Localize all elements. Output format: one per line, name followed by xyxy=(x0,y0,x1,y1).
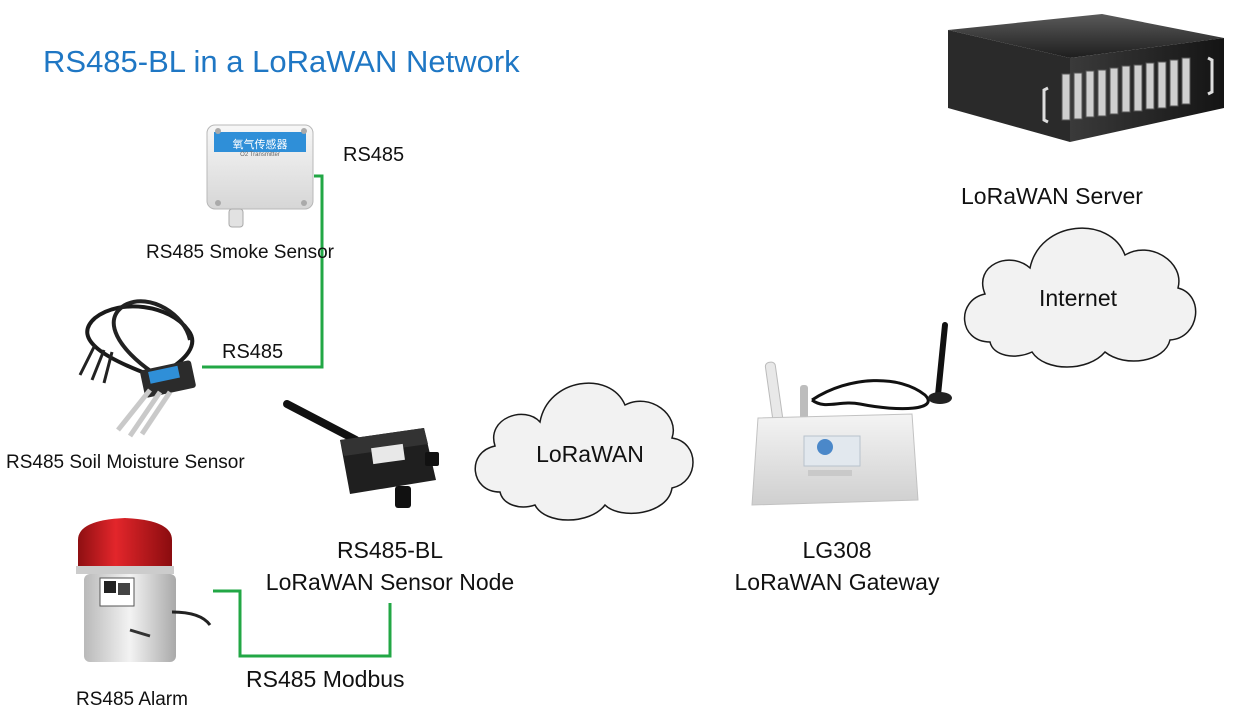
lorawan-cloud-icon xyxy=(474,382,694,521)
soil-moisture-sensor-icon xyxy=(78,299,196,438)
page-title: RS485-BL in a LoRaWAN Network xyxy=(43,44,520,79)
gateway-label-line2: LoRaWAN Gateway xyxy=(734,569,940,595)
lorawan-server-icon xyxy=(948,14,1224,142)
smoke-sensor-plate-text: 氧气传感器 xyxy=(232,139,288,151)
smoke-sensor-plate-subtext: O2 Transmitter xyxy=(240,152,280,158)
alarm-wire xyxy=(213,589,392,658)
server-label: LoRaWAN Server xyxy=(961,183,1143,209)
alarm-link-label: RS485 Modbus xyxy=(246,666,405,692)
node-label-line1: RS485-BL xyxy=(336,537,444,563)
smoke-sensor-icon xyxy=(206,124,314,228)
internet-cloud-icon xyxy=(963,227,1197,368)
node-label-line2: LoRaWAN Sensor Node xyxy=(265,569,515,595)
soil-sensor-label: RS485 Soil Moisture Sensor xyxy=(6,452,245,473)
soil-link-label: RS485 xyxy=(222,341,284,363)
gateway-label-line1: LG308 xyxy=(802,537,872,563)
smoke-sensor-wire xyxy=(202,174,324,369)
internet-cloud-label: Internet xyxy=(1039,285,1117,311)
alarm-icon xyxy=(76,518,212,662)
alarm-label: RS485 Alarm xyxy=(76,689,188,710)
lg308-gateway-icon xyxy=(751,322,952,506)
lorawan-cloud-label: LoRaWAN xyxy=(536,441,644,467)
smoke-sensor-label: RS485 Smoke Sensor xyxy=(146,242,334,263)
wires xyxy=(202,174,392,658)
rs485-bl-node-icon xyxy=(283,400,439,508)
smoke-link-label: RS485 xyxy=(343,144,405,166)
